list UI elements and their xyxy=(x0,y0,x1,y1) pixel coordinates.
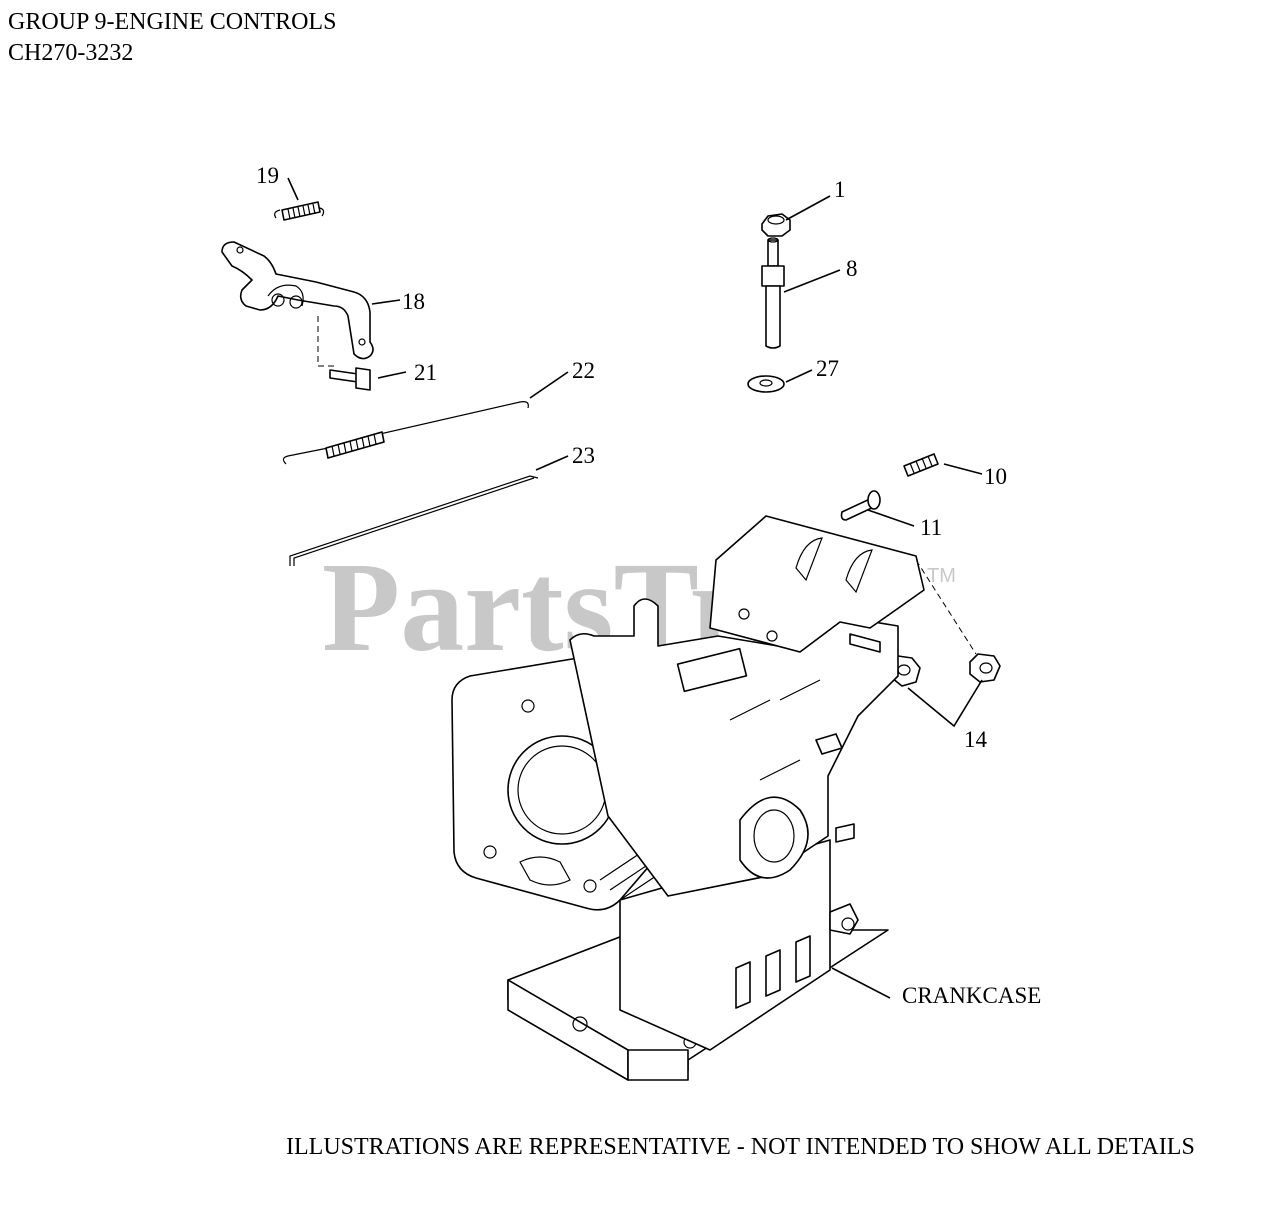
diagram-title: GROUP 9-ENGINE CONTROLS xyxy=(8,9,337,35)
part-23-rod[interactable] xyxy=(289,475,539,566)
callout-27: 27 xyxy=(816,356,839,381)
callout-23: 23 xyxy=(572,443,595,468)
part-1-nut[interactable] xyxy=(761,213,791,237)
callout-crankcase: CRANKCASE xyxy=(902,983,1041,1008)
part-21-pin[interactable] xyxy=(329,367,371,391)
part-10-spring[interactable] xyxy=(903,453,939,477)
callout-10: 10 xyxy=(984,464,1007,489)
footer-disclaimer: ILLUSTRATIONS ARE REPRESENTATIVE - NOT I… xyxy=(286,1134,1195,1160)
callout-14: 14 xyxy=(964,727,988,752)
callout-8: 8 xyxy=(846,256,858,281)
part-19-spring[interactable] xyxy=(274,201,325,221)
model-number: CH270-3232 xyxy=(8,40,134,66)
watermark-trademark: TM xyxy=(927,565,956,587)
part-22-spring-rod[interactable] xyxy=(282,401,529,465)
callout-21: 21 xyxy=(414,360,437,385)
callout-1: 1 xyxy=(834,177,846,202)
part-18-governor-lever[interactable] xyxy=(221,241,374,367)
part-27-washer[interactable] xyxy=(747,375,785,393)
callout-18: 18 xyxy=(402,289,425,314)
crankcase-illustration[interactable] xyxy=(451,515,925,1081)
part-11-pin[interactable] xyxy=(840,490,881,521)
callout-19: 19 xyxy=(256,163,279,188)
callout-11: 11 xyxy=(920,515,942,540)
callout-22: 22 xyxy=(572,358,595,383)
part-8-shaft[interactable] xyxy=(761,237,785,349)
